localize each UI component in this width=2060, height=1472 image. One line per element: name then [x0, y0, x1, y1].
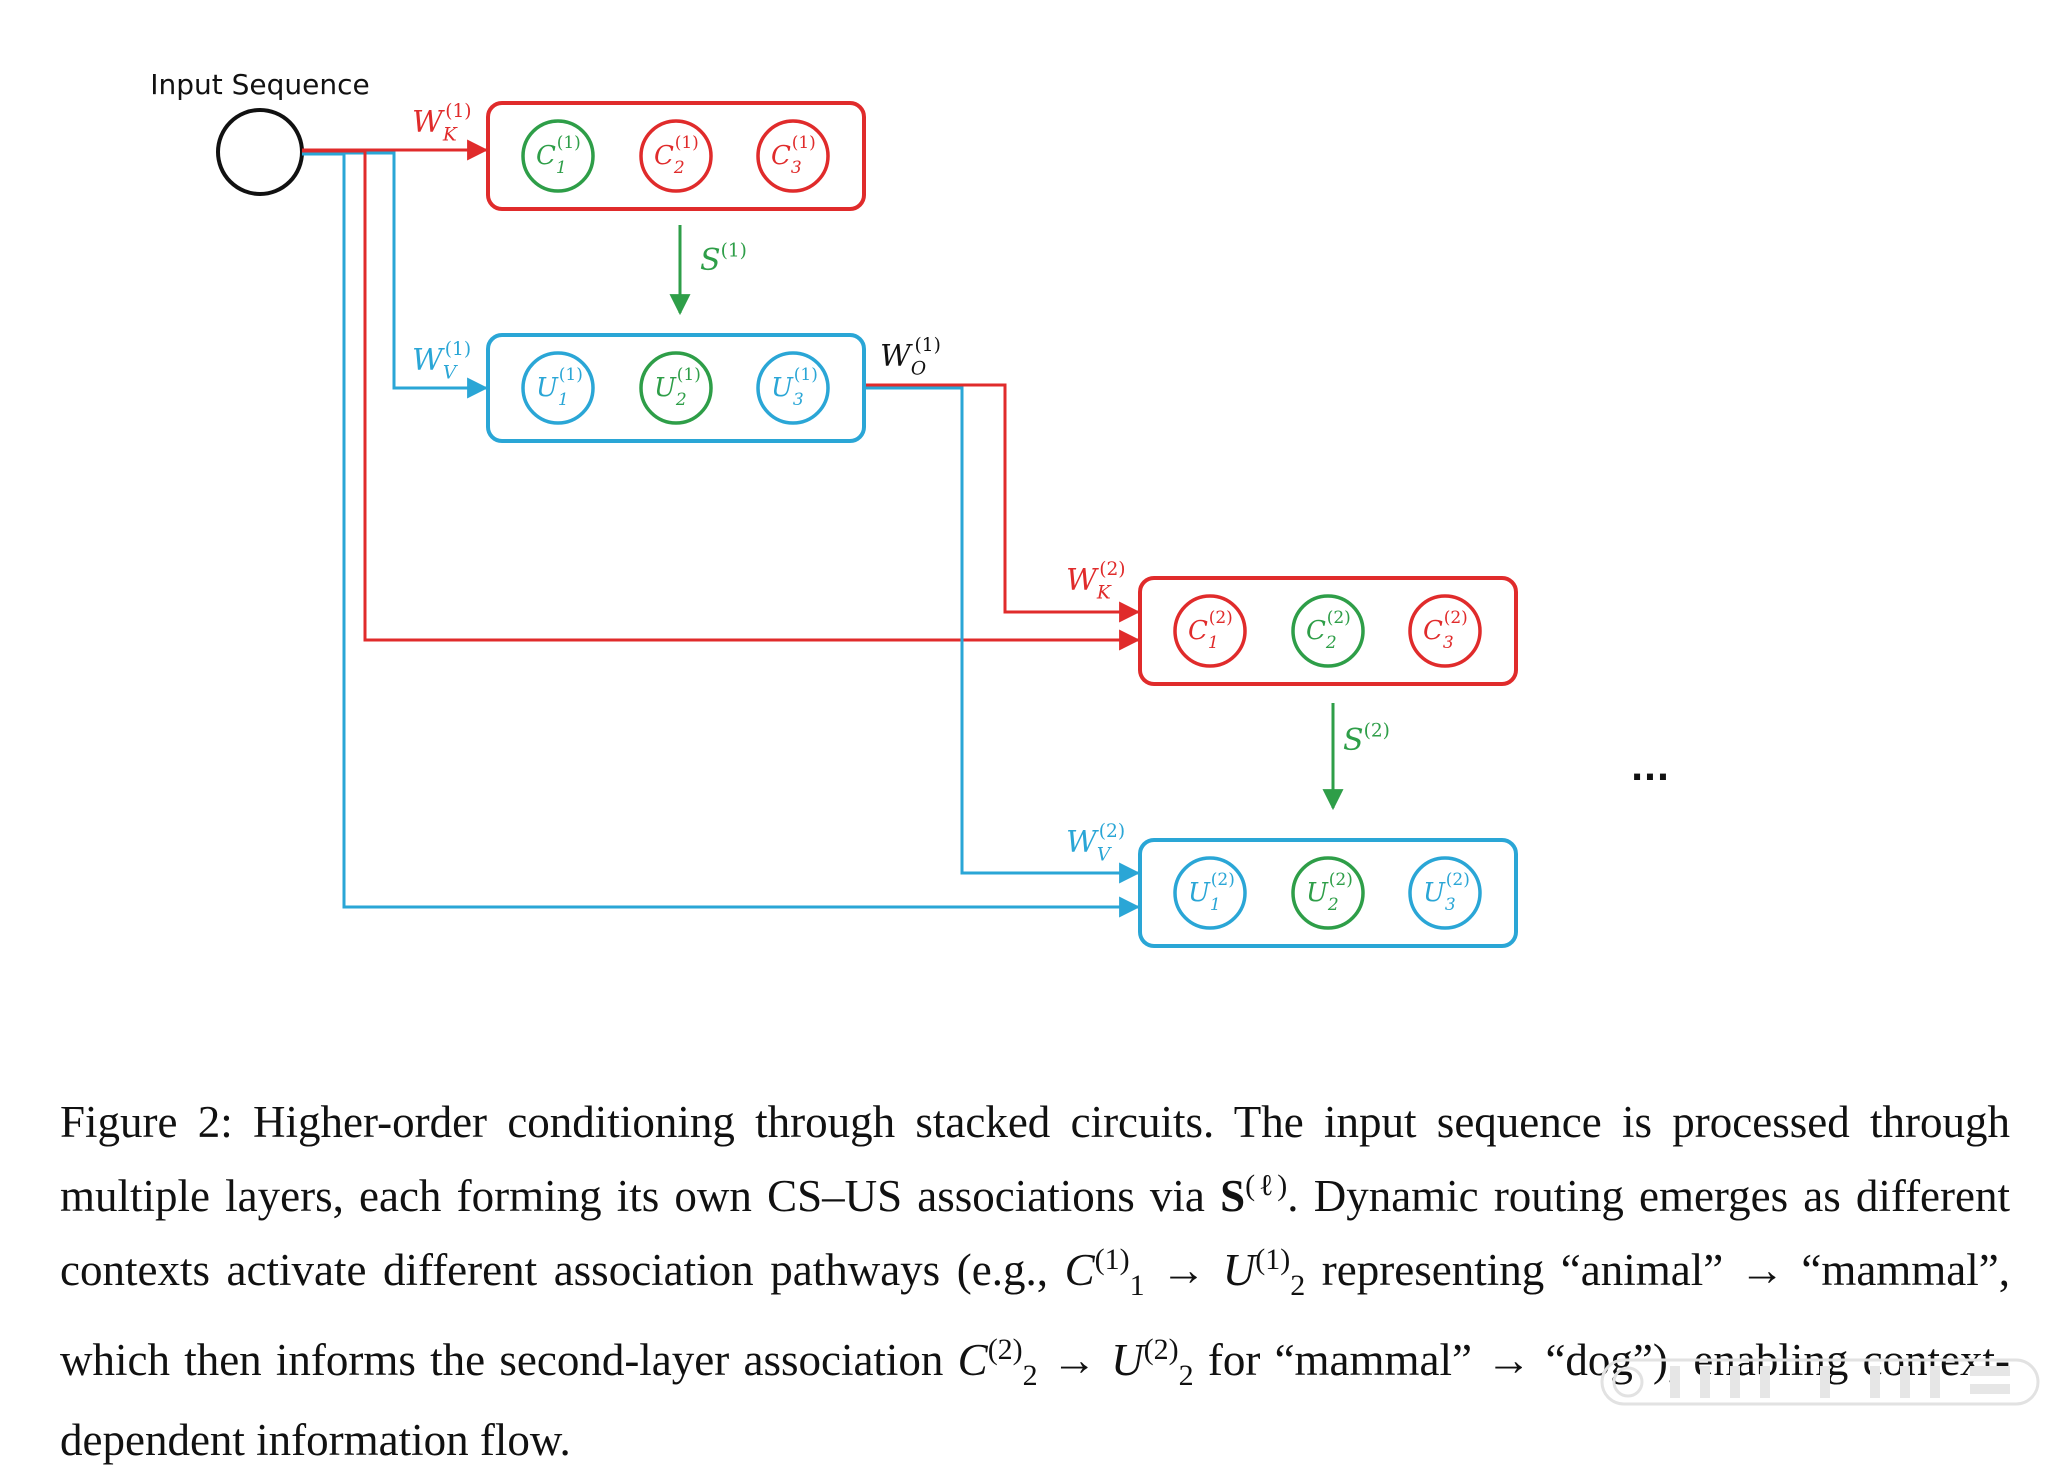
layer2-us-circle-3: U3(2): [1408, 856, 1482, 930]
caption-u2-base: U: [1111, 1335, 1144, 1385]
wk2-label: WK(2): [1066, 559, 1126, 603]
caption-arrow-1: →: [1144, 1245, 1223, 1295]
wo1-label: WO(1): [880, 335, 941, 379]
caption-part-3: representing “animal” → “mammal”, which …: [60, 1245, 2011, 1385]
input-node: [216, 108, 304, 196]
svg-text:C1(1): C1(1): [536, 133, 581, 178]
layer2-us-circle-2: U2(2): [1291, 856, 1365, 930]
svg-text:U2(2): U2(2): [1306, 870, 1353, 915]
svg-text:C3(2): C3(2): [1423, 608, 1468, 653]
layer2-cs-circle-3: C3(2): [1408, 594, 1482, 668]
caption-c1-base: C: [1064, 1245, 1095, 1295]
layer2-cs-circle-2: C2(2): [1291, 594, 1365, 668]
s2-label: S(2): [1343, 721, 1390, 759]
ellipsis: ...: [1631, 749, 1670, 789]
svg-text:U1(2): U1(2): [1188, 870, 1235, 915]
wv1-label: WV(1): [412, 339, 471, 383]
svg-text:C2(1): C2(1): [654, 133, 699, 178]
caption-u1-base: U: [1222, 1245, 1256, 1295]
caption-c1-sup: (1): [1094, 1243, 1130, 1276]
input-to-layer2-us-arrow: [302, 152, 1141, 918]
input-sequence-label: Input Sequence: [150, 68, 370, 101]
caption-part-2: . Dynamic routing emerges as different c…: [60, 1171, 2010, 1295]
caption-c2-base: C: [957, 1335, 988, 1385]
caption-u1-sup: (1): [1255, 1243, 1291, 1276]
layer1-us-circle-2: U2(1): [639, 351, 713, 425]
caption-c2-sup: (2): [987, 1333, 1023, 1366]
caption-s-sup: (ℓ): [1245, 1169, 1288, 1202]
svg-text:U3(2): U3(2): [1423, 870, 1470, 915]
svg-text:U3(1): U3(1): [771, 365, 818, 410]
caption-c2-sub: 2: [1022, 1359, 1038, 1392]
caption-u2-sub: 2: [1178, 1359, 1194, 1392]
layer1-cs-circle-2: C2(1): [639, 119, 713, 193]
wv1-arrow: [302, 151, 489, 399]
input-to-layer2-cs-arrow: [302, 149, 1141, 651]
stacked-circuits-diagram: Input Sequence C1(1) C2(1) C3(1) U1(1) U2(1…: [150, 68, 1670, 948]
svg-text:C1(2): C1(2): [1188, 608, 1233, 653]
wo1-to-wk2-arrow: [866, 383, 1141, 623]
caption-part-1: Figure 2: Higher-order conditioning thro…: [60, 1097, 2010, 1221]
watermark-icon: [1600, 1358, 2040, 1406]
caption-s-symbol: S: [1220, 1171, 1246, 1221]
layer1-cs-circle-3: C3(1): [756, 119, 830, 193]
caption-u1-sub: 2: [1290, 1269, 1306, 1302]
svg-text:U1(1): U1(1): [536, 365, 583, 410]
layer1-us-circle-3: U3(1): [756, 351, 830, 425]
s1-label: S(1): [700, 241, 747, 279]
svg-text:U2(1): U2(1): [654, 365, 701, 410]
caption-c1-sub: 1: [1129, 1269, 1145, 1302]
caption-arrow-2: →: [1037, 1335, 1112, 1385]
svg-text:C3(1): C3(1): [771, 133, 816, 178]
layer2-us-box: [1138, 838, 1518, 948]
wk1-label: WK(1): [412, 101, 472, 145]
caption-u2-sup: (2): [1143, 1333, 1179, 1366]
wv2-label: WV(2): [1066, 821, 1125, 865]
figure-caption: Figure 2: Higher-order conditioning thro…: [60, 1090, 2010, 1472]
layer1-cs-circle-1: C1(1): [521, 119, 595, 193]
svg-text:C2(2): C2(2): [1306, 608, 1351, 653]
wo1-to-wv2-arrow: [866, 386, 1141, 884]
layer1-us-circle-1: U1(1): [521, 351, 595, 425]
layer2-cs-circle-1: C1(2): [1173, 594, 1247, 668]
layer2-us-circle-1: U1(2): [1173, 856, 1247, 930]
